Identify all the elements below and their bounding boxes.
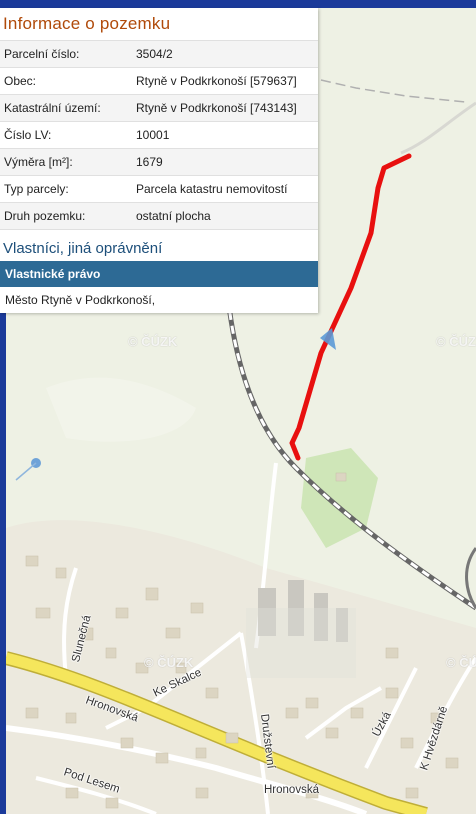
attribute-value: Rtyně v Podkrkonoší [743143] (136, 101, 297, 115)
attribute-row: Druh pozemku: ostatní plocha (0, 202, 318, 229)
attribute-row: Obec: Rtyně v Podkrkonoší [579637] (0, 67, 318, 94)
watermark: © ČÚZK (446, 655, 476, 670)
building (314, 593, 328, 641)
attribute-label: Typ parcely: (4, 182, 69, 196)
road-pod-lesem (35, 776, 157, 814)
path-road (400, 101, 476, 155)
road-druzstevni (239, 632, 270, 814)
owners-table-header: Vlastnické právo (0, 261, 318, 287)
attribute-label: Katastrální území: (4, 101, 101, 115)
light-field (46, 377, 196, 442)
road-hronovska (6, 652, 428, 814)
attribute-row: Typ parcely: Parcela katastru nemovitost… (0, 175, 318, 202)
parcel-attributes: Parcelní číslo: 3504/2 Obec: Rtyně v Pod… (0, 40, 318, 229)
panel-title: Informace o pozemku (3, 14, 171, 33)
houses (25, 472, 459, 809)
attribute-value: ostatní plocha (136, 209, 211, 223)
road-slunecna (62, 567, 78, 679)
attribute-value: Parcela katastru nemovitostí (136, 182, 288, 196)
building (258, 588, 276, 636)
road-k-hvezdarne (414, 656, 476, 769)
building (288, 580, 304, 636)
attribute-label: Druh pozemku: (4, 209, 86, 223)
stream (15, 462, 37, 481)
attribute-row: Číslo LV: 10001 (0, 121, 318, 148)
building (336, 608, 348, 642)
attribute-value: Rtyně v Podkrkonoší [579637] (136, 74, 297, 88)
boundary-line (320, 79, 467, 103)
owner-row[interactable]: Město Rtyně v Podkrkonoší, (5, 293, 156, 307)
attribute-row: Katastrální území: Rtyně v Podkrkonoší [… (0, 94, 318, 121)
road-uzka (364, 667, 418, 769)
attribute-value: 3504/2 (136, 47, 173, 61)
attribute-label: Číslo LV: (4, 128, 52, 142)
watermark: © ČÚZK (128, 334, 178, 349)
parcel-highlight[interactable] (289, 153, 412, 461)
attribute-label: Parcelní číslo: (4, 47, 80, 61)
watermark: © ČÚZK (436, 334, 476, 349)
watermark: © ČÚZK (144, 655, 194, 670)
attribute-value: 1679 (136, 155, 163, 169)
attribute-label: Obec: (4, 74, 37, 88)
parcel-info-panel: Informace o pozemku Parcelní číslo: 3504… (0, 8, 318, 313)
attribute-value: 10001 (136, 128, 170, 142)
attribute-label: Výměra [m²]: (4, 155, 73, 169)
direction-marker (320, 328, 336, 350)
attribute-row: Parcelní číslo: 3504/2 (0, 40, 318, 67)
street-label-hronovska: Hronovská (264, 784, 319, 796)
attribute-row: Výměra [m²]: 1679 (0, 148, 318, 175)
owners-section-title: Vlastníci, jiná oprávnění (0, 229, 318, 261)
